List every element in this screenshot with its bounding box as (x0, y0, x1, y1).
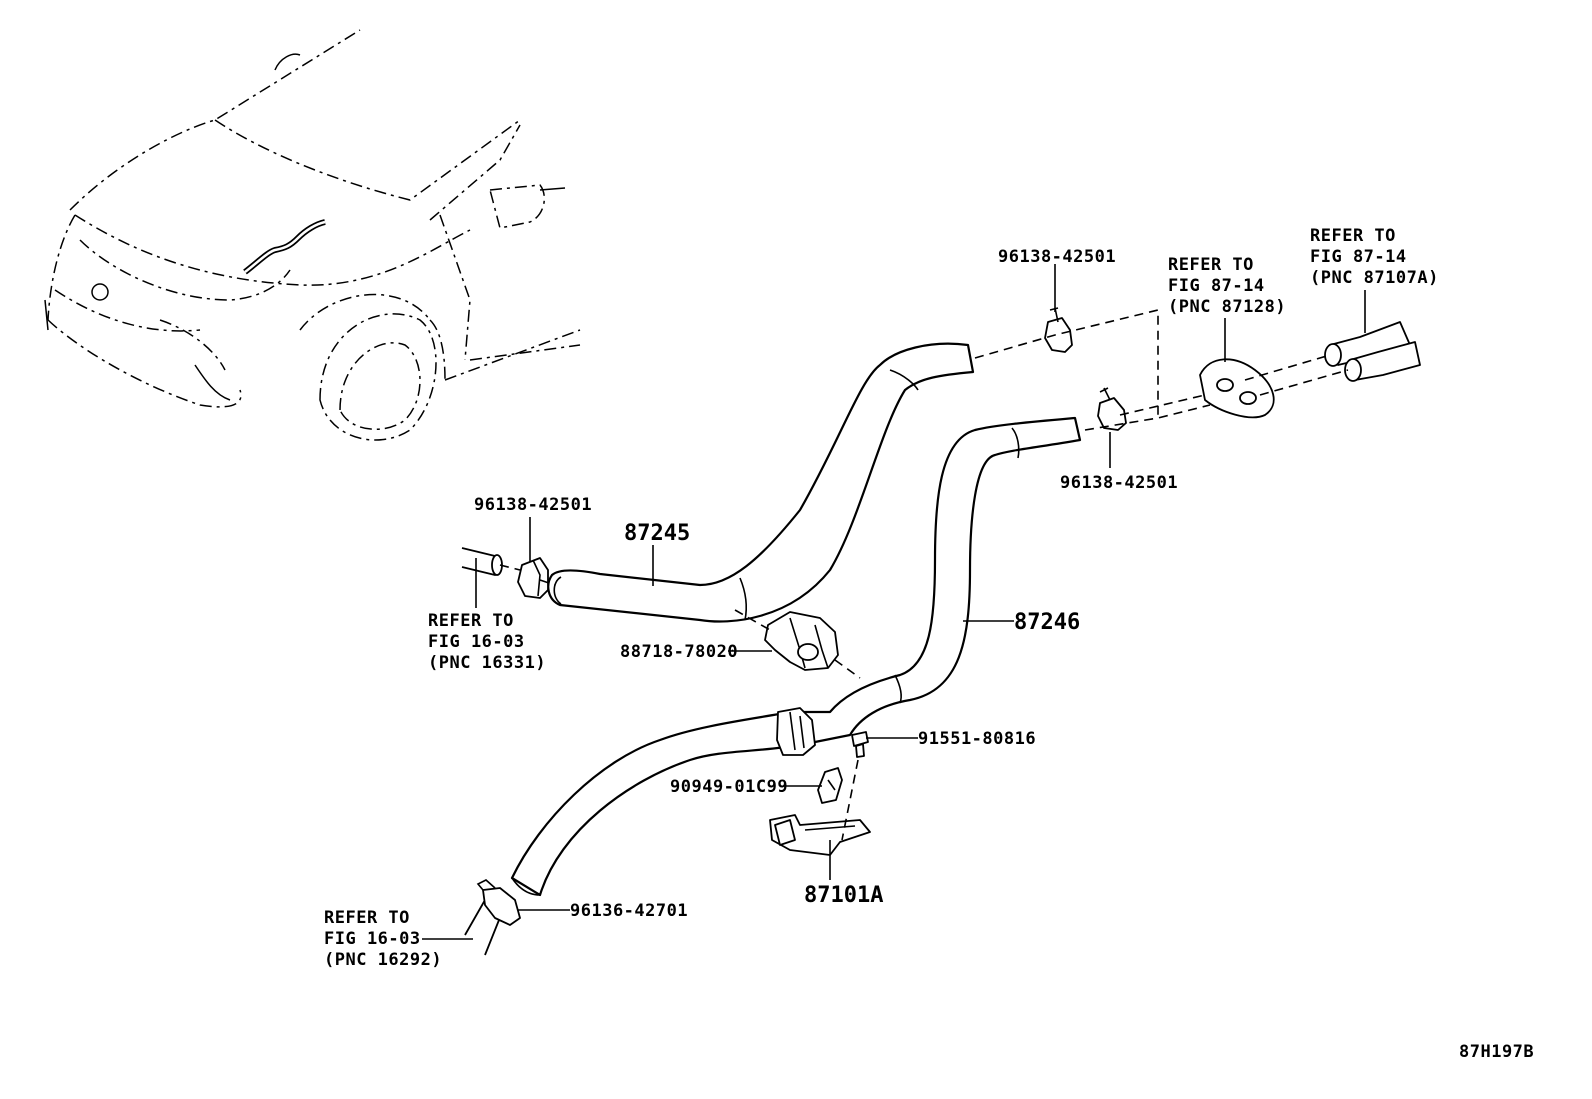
water-valve-87101a (769, 814, 871, 856)
reference-engine-lower: REFER TO FIG 16-03 (PNC 16292) (324, 908, 442, 970)
ref-engine-lower-line-2: FIG 16-03 (324, 929, 421, 949)
reference-engine-upper: REFER TO FIG 16-03 (PNC 16331) (428, 611, 546, 673)
clamp-88718-78020 (764, 611, 839, 671)
label-clamp-96138-right: 96138-42501 (1060, 473, 1178, 493)
clamp-96136-42701 (476, 879, 521, 926)
label-valve-87101a: 87101A (804, 883, 883, 908)
ref-engine-upper-line-2: FIG 16-03 (428, 632, 525, 652)
label-clamp-96138-left: 96138-42501 (474, 495, 592, 515)
ref-engine-upper-line-1: REFER TO (428, 611, 514, 631)
label-hose-87246: 87246 (1014, 610, 1080, 635)
ref-grommet-line-1: REFER TO (1168, 255, 1254, 275)
hose-joint-clamp (776, 707, 816, 756)
clamp-96138-top (1044, 307, 1073, 353)
label-bolt-91551-80816: 91551-80816 (918, 729, 1036, 749)
part-labels: 96138-42501 96138-42501 96138-42501 8724… (474, 247, 1534, 1062)
vehicle-outline-illustration (44, 29, 581, 441)
ref-pipes-line-3: (PNC 87107A) (1310, 268, 1439, 288)
reference-grommet: REFER TO FIG 87-14 (PNC 87128) (1168, 255, 1286, 317)
ref-pipes-line-2: FIG 87-14 (1310, 247, 1407, 267)
ref-engine-lower-line-3: (PNC 16292) (324, 950, 442, 970)
clamp-96138-right (1097, 387, 1127, 431)
clip-90949-01c99 (817, 767, 843, 804)
label-clamp-96136-42701: 96136-42701 (570, 901, 688, 921)
bolt-91551-80816 (851, 731, 869, 758)
ref-pipes-line-1: REFER TO (1310, 226, 1396, 246)
label-clamp-96138-top: 96138-42501 (998, 247, 1116, 267)
figure-code: 87H197B (1459, 1042, 1534, 1062)
connection-lines (499, 308, 1349, 841)
heater-hose-87245 (547, 342, 975, 623)
grommet-87128 (1199, 358, 1275, 419)
heater-pipes-87107a (1324, 321, 1421, 382)
ref-engine-upper-line-3: (PNC 16331) (428, 653, 546, 673)
label-clamp-88718-78020: 88718-78020 (620, 642, 738, 662)
ref-engine-lower-line-1: REFER TO (324, 908, 410, 928)
label-hose-87245: 87245 (624, 521, 690, 546)
label-clip-90949-01c99: 90949-01C99 (670, 777, 788, 797)
engine-pipe-upper (461, 547, 503, 576)
ref-grommet-line-2: FIG 87-14 (1168, 276, 1265, 296)
clamp-96138-left (517, 557, 549, 599)
leader-lines (422, 264, 1366, 940)
reference-pipes: REFER TO FIG 87-14 (PNC 87107A) (1310, 226, 1439, 288)
ref-grommet-line-3: (PNC 87128) (1168, 297, 1286, 317)
